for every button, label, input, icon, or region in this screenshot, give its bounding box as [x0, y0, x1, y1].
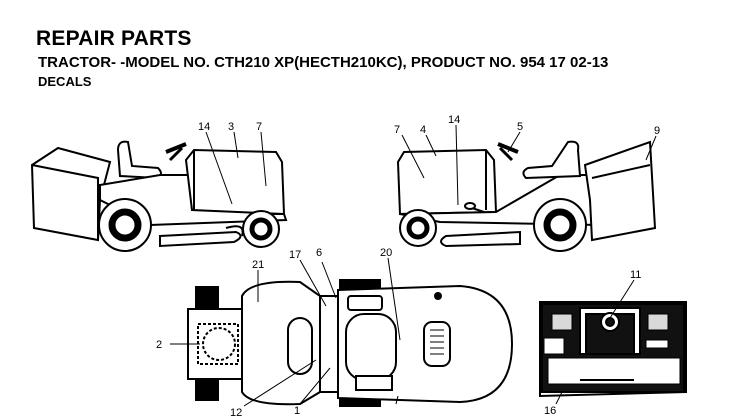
top-decal-box	[355, 375, 393, 391]
callout-2: 2	[156, 339, 162, 351]
top-rear-tire-lower	[195, 379, 219, 401]
page-title: REPAIR PARTS	[36, 27, 192, 50]
section-title: DECALS	[38, 74, 92, 89]
callout-7-right: 7	[394, 124, 400, 136]
right-mower-deck	[440, 230, 521, 248]
callout-1: 1	[294, 405, 300, 416]
right-hood	[396, 148, 498, 216]
top-grille-vent	[423, 321, 451, 367]
callout-5: 5	[517, 121, 523, 133]
top-view-drawing	[170, 257, 514, 407]
right-tractor-drawing	[396, 124, 657, 252]
model-subtitle: TRACTOR- -MODEL NO. CTH210 XP(HECTH210KC…	[38, 54, 609, 71]
callout-14-left: 14	[198, 121, 210, 133]
top-seat	[287, 317, 313, 375]
callout-21: 21	[252, 259, 264, 271]
callout-17: 17	[289, 249, 301, 261]
callout-7-left: 7	[256, 121, 262, 133]
left-hood	[184, 148, 286, 216]
control-panel-drawing	[539, 279, 687, 405]
top-fuel-cap	[347, 295, 383, 311]
callout-16: 16	[544, 405, 556, 416]
top-body-middle	[319, 295, 339, 393]
callout-6: 6	[316, 247, 322, 259]
left-mower-deck	[159, 230, 242, 248]
top-bagger	[187, 308, 243, 380]
callout-20: 20	[380, 247, 392, 259]
callout-12: 12	[230, 407, 242, 416]
callout-14-right: 14	[448, 114, 460, 126]
callout-3: 3	[228, 121, 234, 133]
left-seat	[116, 140, 162, 180]
callout-4: 4	[420, 124, 426, 136]
top-rear-tire-upper	[195, 286, 219, 308]
right-grass-bagger	[583, 140, 657, 242]
left-tractor-drawing	[30, 131, 288, 252]
callout-9: 9	[654, 125, 660, 137]
top-dash	[345, 313, 397, 381]
callout-11: 11	[630, 269, 641, 281]
right-seat	[522, 140, 582, 180]
